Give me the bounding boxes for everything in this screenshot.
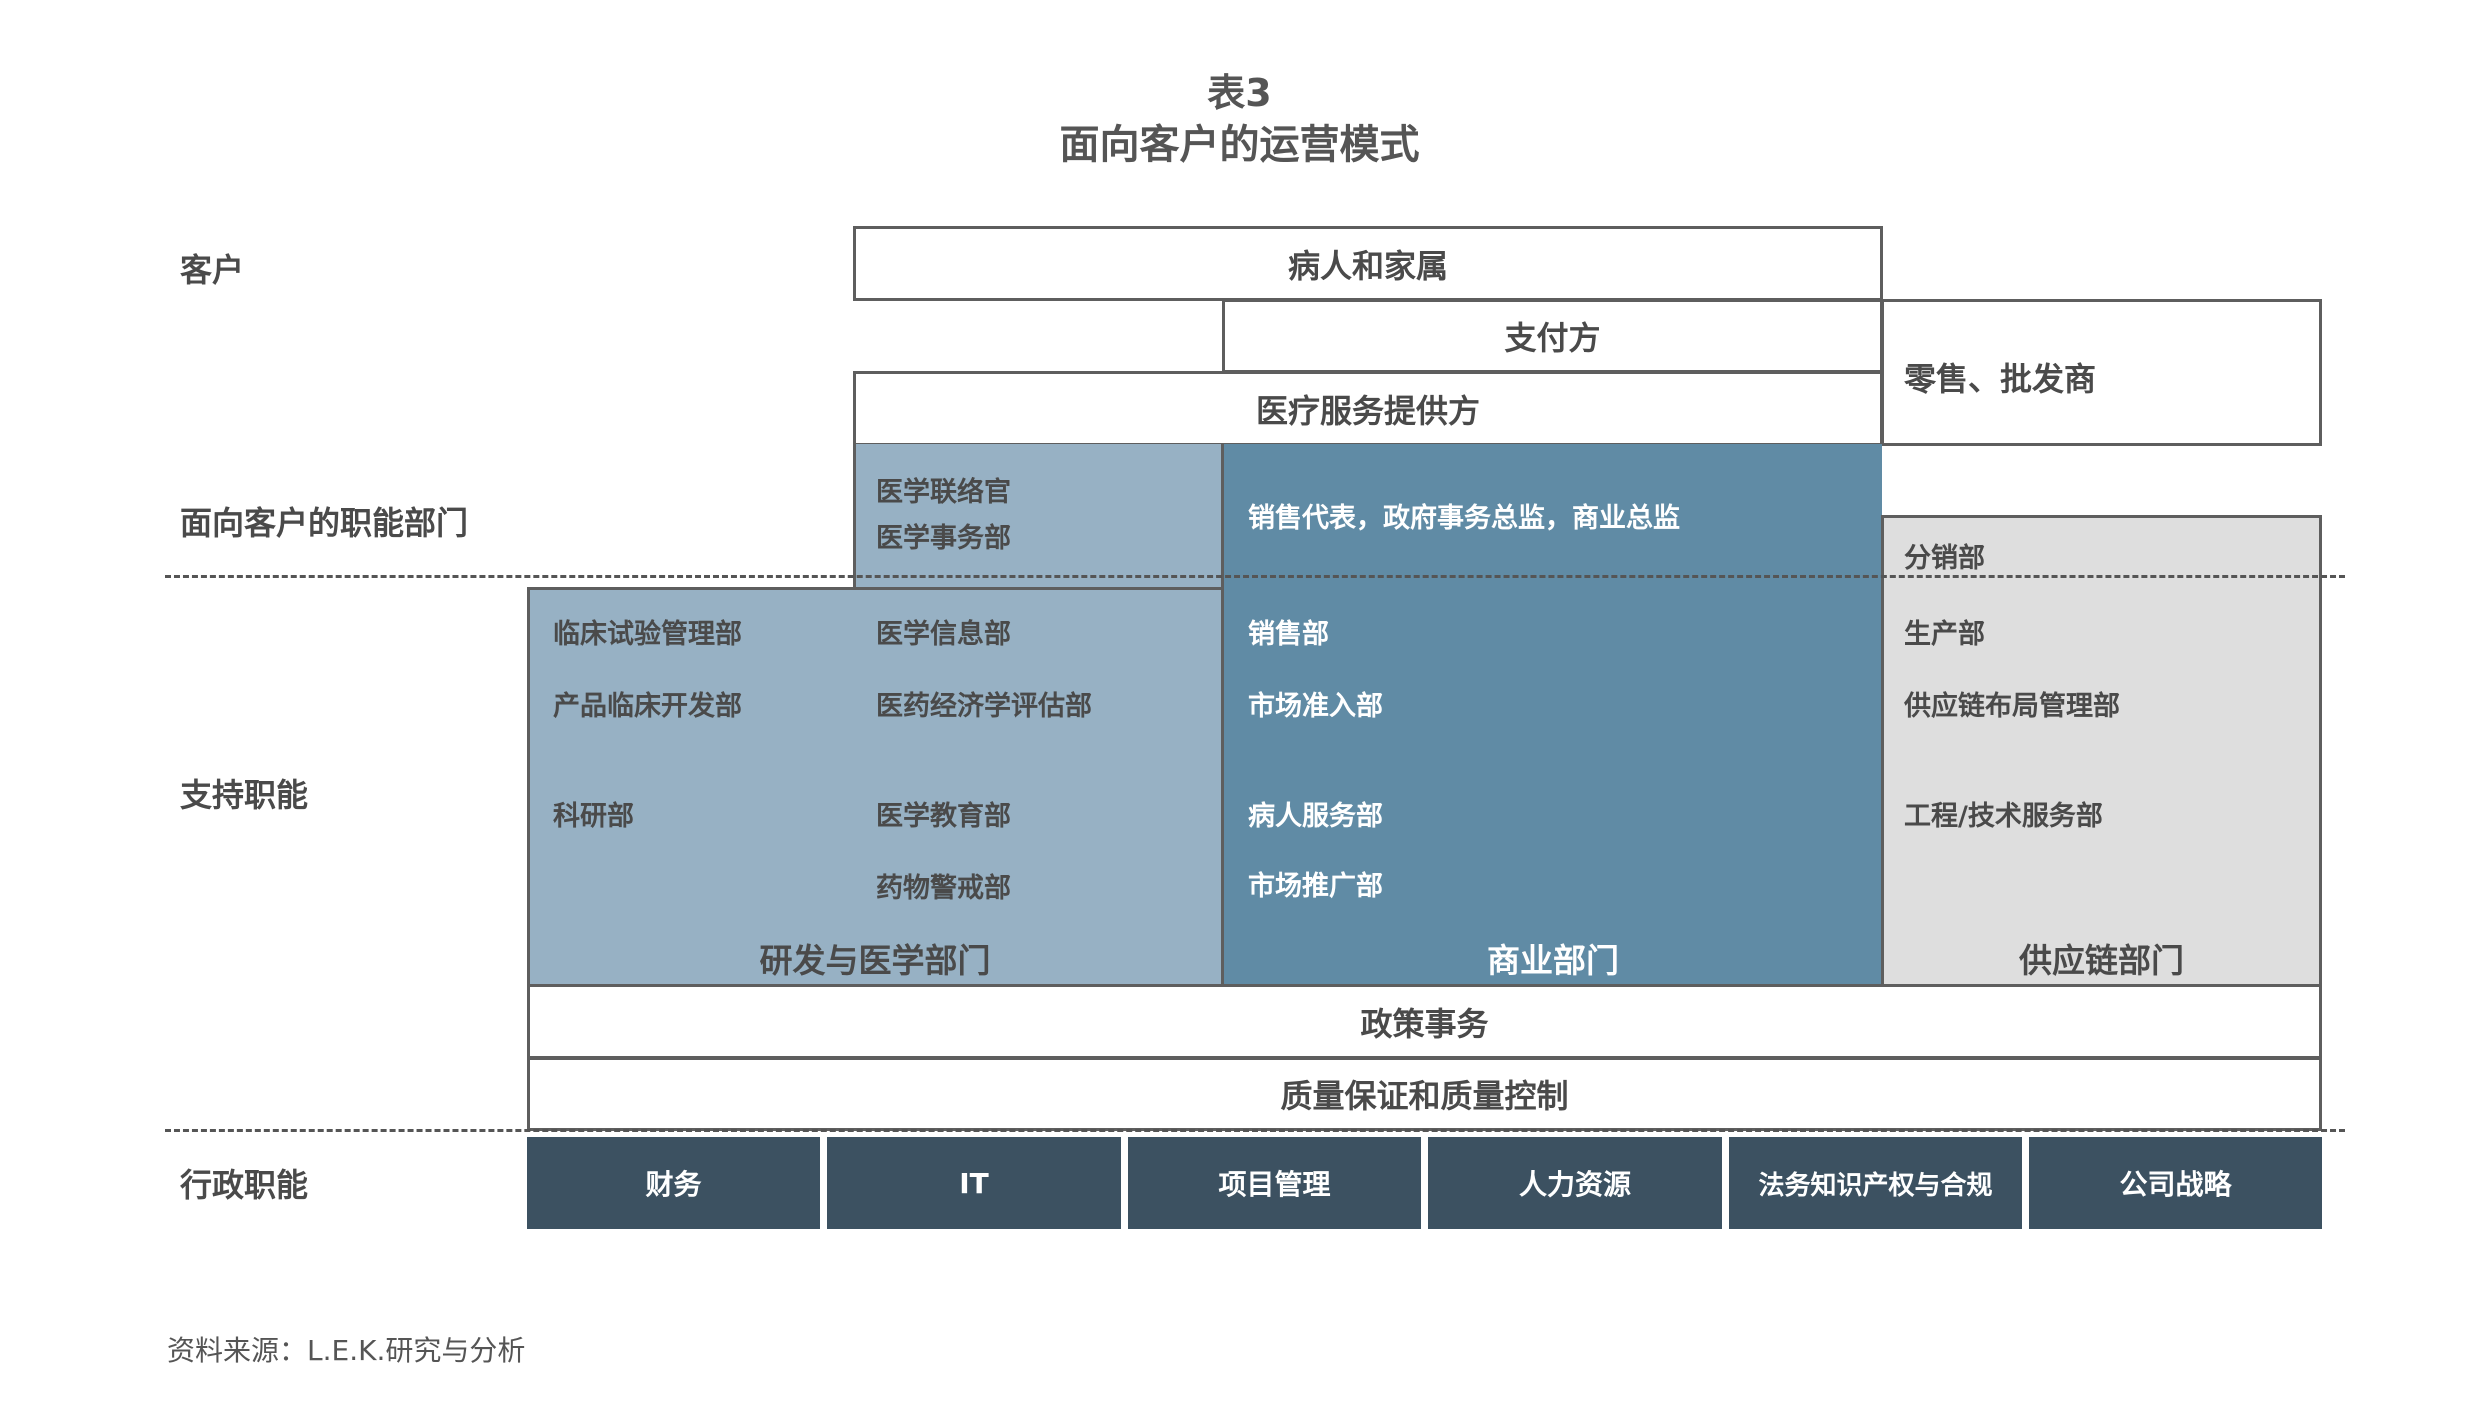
admin-function: 公司战略 bbox=[2029, 1137, 2322, 1229]
admin-function: IT bbox=[827, 1137, 1121, 1229]
commercial-item: 销售代表，政府事务总监，商业总监 bbox=[1248, 503, 1680, 534]
rd-item: 产品临床开发部 bbox=[553, 691, 742, 722]
supply-chain-region bbox=[1881, 515, 2322, 986]
medical-support-item: 药物警戒部 bbox=[876, 873, 1011, 904]
distribution-item: 分销部 bbox=[1904, 543, 1985, 574]
customer-payers-label: 支付方 bbox=[1504, 319, 1601, 357]
medical-support-item: 医学教育部 bbox=[876, 801, 1011, 832]
customer-retail-label: 零售、批发商 bbox=[1904, 360, 2097, 398]
customer-providers-label: 医疗服务提供方 bbox=[1255, 391, 1480, 430]
commercial-support-item: 市场准入部 bbox=[1248, 691, 1383, 722]
admin-function: 财务 bbox=[527, 1137, 820, 1229]
row-label-admin: 行政职能 bbox=[180, 1166, 309, 1204]
medical-support-item: 医药经济学评估部 bbox=[876, 691, 1092, 722]
medical-support-item: 医学信息部 bbox=[876, 619, 1011, 650]
divider-admin bbox=[165, 1129, 2345, 1132]
medical-item: 医学事务部 bbox=[876, 523, 1011, 554]
rd-medical-region bbox=[527, 587, 1223, 986]
commercial-support-item: 病人服务部 bbox=[1248, 801, 1383, 832]
section-label-commercial: 商业部门 bbox=[1487, 941, 1619, 980]
chart-title: 表3 bbox=[1207, 71, 1272, 115]
customer-providers-box: 医疗服务提供方 bbox=[853, 371, 1883, 446]
customer-retail-box: 零售、批发商 bbox=[1881, 299, 2322, 446]
commercial-region bbox=[1224, 444, 1882, 986]
rd-item: 临床试验管理部 bbox=[553, 619, 742, 650]
commercial-support-item: 市场推广部 bbox=[1248, 871, 1383, 902]
section-label-supply: 供应链部门 bbox=[2019, 941, 2184, 980]
commercial-support-item: 销售部 bbox=[1248, 619, 1329, 650]
admin-function: 法务知识产权与合规 bbox=[1729, 1137, 2022, 1229]
source-note: 资料来源：L.E.K.研究与分析 bbox=[167, 1334, 526, 1367]
policy-affairs-label: 政策事务 bbox=[1360, 1004, 1489, 1043]
rd-medical-region-top bbox=[853, 444, 1223, 589]
row-label-customer-facing: 面向客户的职能部门 bbox=[180, 504, 469, 542]
supply-support-item: 生产部 bbox=[1904, 619, 1985, 650]
supply-support-item: 供应链布局管理部 bbox=[1904, 691, 2120, 722]
quality-label: 质量保证和质量控制 bbox=[1280, 1077, 1569, 1115]
policy-affairs-box: 政策事务 bbox=[527, 984, 2322, 1059]
chart-subtitle: 面向客户的运营模式 bbox=[1059, 122, 1420, 168]
customer-patients-box: 病人和家属 bbox=[853, 226, 1883, 301]
rd-medical-divider bbox=[1221, 444, 1224, 986]
row-label-customers: 客户 bbox=[180, 251, 245, 289]
quality-box: 质量保证和质量控制 bbox=[527, 1057, 2322, 1131]
medical-item: 医学联络官 bbox=[876, 477, 1011, 508]
supply-support-item: 工程/技术服务部 bbox=[1904, 801, 2103, 832]
rd-item: 科研部 bbox=[553, 801, 634, 832]
admin-function: 项目管理 bbox=[1128, 1137, 1421, 1229]
section-label-rd: 研发与医学部门 bbox=[759, 941, 991, 980]
customer-patients-label: 病人和家属 bbox=[1287, 246, 1448, 285]
admin-function: 人力资源 bbox=[1428, 1137, 1722, 1229]
row-label-support: 支持职能 bbox=[180, 776, 309, 814]
customer-payers-box: 支付方 bbox=[1222, 299, 1883, 373]
divider-customer-facing bbox=[165, 575, 2345, 578]
